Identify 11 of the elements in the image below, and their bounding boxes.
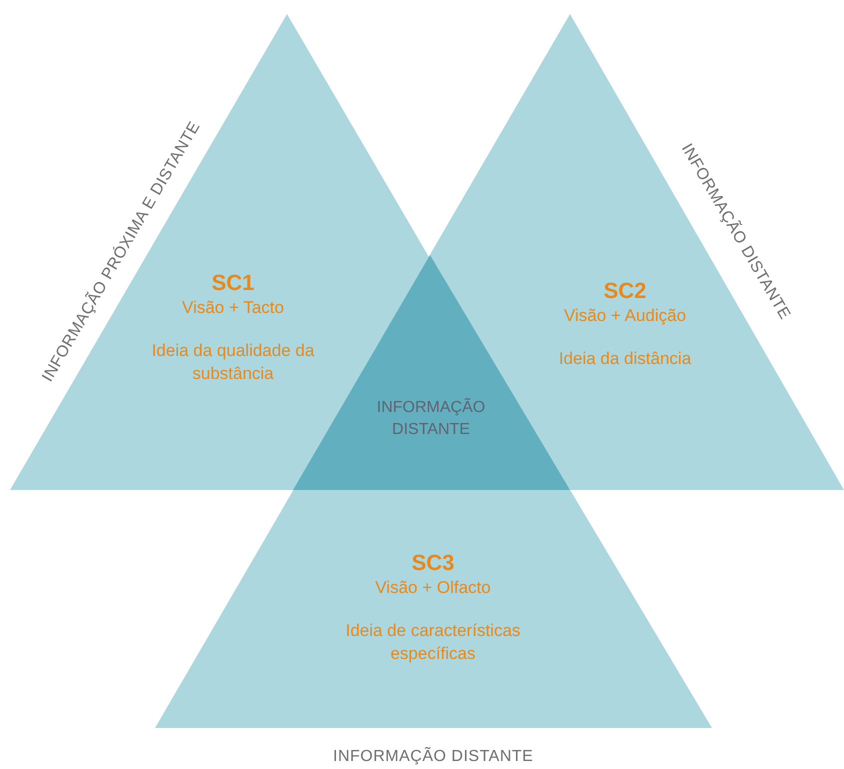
overlap-label: INFORMAÇÃO DISTANTE (376, 397, 486, 440)
description-text: Ideia da qualidade da substância (150, 340, 316, 385)
description-text: Ideia de características específicas (344, 620, 522, 665)
sense-pair-text: Visão + Audição (564, 306, 686, 326)
heading: SC2 (604, 278, 646, 304)
heading: SC3 (412, 550, 454, 576)
heading: SC1 (212, 270, 254, 296)
sense-pair-text: Visão + Olfacto (375, 578, 491, 598)
description-text: Ideia da distância (558, 348, 692, 370)
side-label: INFORMAÇÃO DISTANTE (333, 748, 534, 766)
sense-pair-text: Visão + Tacto (182, 298, 284, 318)
